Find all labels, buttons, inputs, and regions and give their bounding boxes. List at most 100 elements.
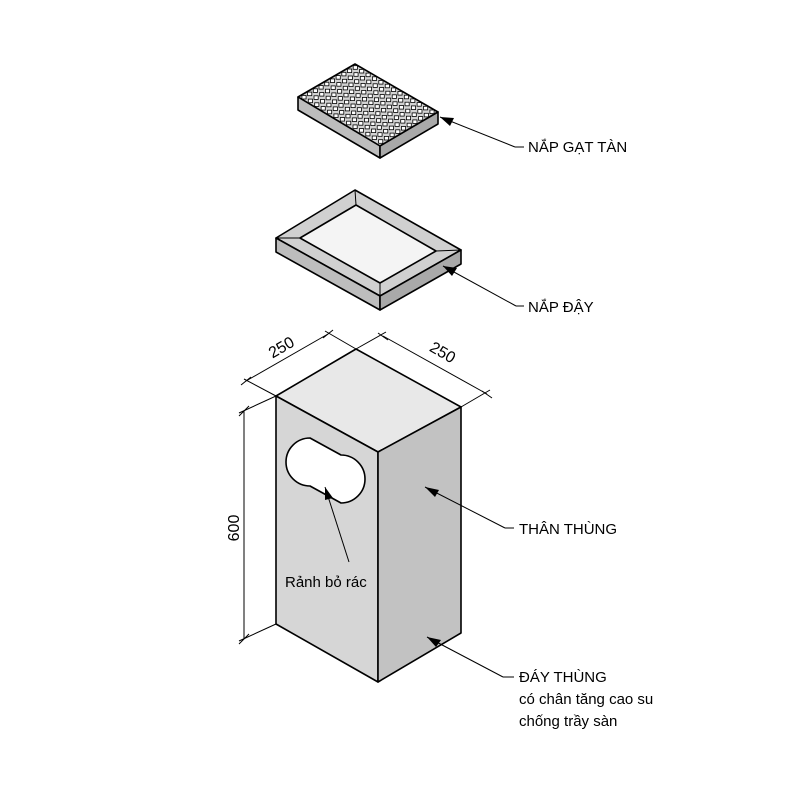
ashtray-hole	[369, 114, 375, 119]
ashtray-hole	[388, 118, 394, 124]
ashtray-hole	[411, 112, 417, 117]
bin-side-face	[377, 406, 462, 683]
ashtray-hole	[363, 110, 369, 116]
ashtray-hole	[332, 99, 338, 104]
ashtray-hole	[394, 122, 400, 127]
ashtray-hole	[387, 111, 393, 117]
ashtray-hole	[360, 83, 366, 88]
ashtray-hole	[324, 81, 330, 87]
ashtray-hole	[359, 76, 365, 81]
ashtray-hole	[384, 83, 390, 89]
ashtray-hole	[364, 124, 370, 130]
label-ashtray-lid: NẮP GẠT TÀN	[528, 138, 627, 156]
ashtray-hole	[347, 75, 353, 80]
ashtray-hole	[410, 105, 416, 110]
ashtray-hole	[392, 101, 398, 106]
ashtray-hole	[338, 103, 344, 108]
ashtray-hole	[378, 139, 384, 144]
label-bin-base: ĐÁY THÙNG	[519, 669, 607, 686]
ashtray-hole	[330, 85, 336, 90]
ashtray-hole	[405, 115, 411, 121]
ashtray-hole	[400, 126, 406, 131]
ashtray-hole	[379, 94, 385, 99]
ashtray-hole	[344, 106, 350, 112]
ashtray-hole	[418, 116, 424, 121]
ashtray-hole	[423, 105, 429, 111]
ashtray-hole	[389, 132, 395, 138]
dimension-width-left: 250	[266, 334, 298, 362]
leader-lines	[324, 116, 524, 678]
ashtray-hole	[371, 135, 377, 140]
ashtray-hole	[395, 129, 401, 134]
ashtray-hole	[381, 108, 387, 113]
ashtray-hole	[347, 68, 353, 73]
ashtray-hole	[327, 109, 333, 115]
label-bin-base-note-1: có chân tăng cao su	[519, 691, 653, 708]
ashtray-hole	[365, 72, 371, 78]
ashtray-hole	[344, 99, 350, 105]
ashtray-hole	[324, 88, 330, 94]
ashtray-hole	[333, 113, 339, 118]
ashtray-hole	[429, 109, 435, 114]
ashtray-hole	[376, 125, 382, 130]
ashtray-hole	[381, 115, 387, 120]
ashtray-hole	[319, 92, 325, 97]
ashtray-hole	[348, 82, 354, 87]
label-bin-base-note-2: chống trầy sàn	[519, 713, 617, 730]
ashtray-hole	[376, 118, 382, 123]
ashtray-hole	[356, 100, 362, 105]
ashtray-hole	[377, 132, 383, 137]
ashtray-hole	[393, 108, 399, 113]
ashtray-hole	[341, 71, 347, 77]
ashtray-hole	[361, 90, 367, 95]
ashtray-hole	[391, 87, 397, 92]
ashtray-hole	[342, 85, 348, 91]
ashtray-hole	[314, 102, 320, 107]
ashtray-hole	[358, 128, 364, 133]
ashtray-hole	[361, 97, 367, 102]
ashtray-hole	[366, 86, 372, 92]
ashtray-hole	[403, 94, 409, 100]
ashtray-hole	[339, 117, 345, 122]
ashtray-hole	[313, 95, 319, 100]
ashtray-hole	[337, 96, 343, 101]
ashtray-hole	[312, 88, 318, 93]
ashtray-hole	[371, 76, 377, 81]
ashtray-hole	[368, 100, 374, 105]
dimension-lines	[238, 329, 493, 645]
ashtray-hole	[382, 122, 388, 127]
ashtray-hole	[337, 89, 343, 94]
ashtray-hole	[359, 69, 365, 74]
ashtray-hole	[363, 117, 369, 123]
ashtray-hole	[380, 101, 386, 106]
ashtray-hole	[383, 135, 389, 141]
ashtray-hole	[351, 110, 357, 115]
ashtray-hole	[350, 103, 356, 108]
ashtray-hole	[339, 110, 345, 115]
ashtray-hole	[362, 104, 368, 109]
ashtray-hole	[368, 107, 374, 112]
ashtray-hole	[351, 117, 357, 122]
ashtray-hole	[400, 119, 406, 124]
ashtray-hole	[373, 90, 379, 95]
dimension-height: 600	[226, 515, 243, 542]
ashtray-hole	[357, 114, 363, 119]
ashtray-hole	[371, 128, 377, 133]
waste-slot	[285, 437, 366, 504]
ashtray-hole	[386, 97, 392, 103]
ashtray-hole	[406, 122, 412, 128]
ashtray-hole	[325, 95, 331, 101]
ashtray-hole	[332, 106, 338, 111]
ashtray-hole	[335, 75, 341, 80]
ashtray-hole	[331, 92, 337, 97]
ashtray-hole	[319, 99, 325, 104]
ashtray-hole	[375, 111, 381, 116]
ashtray-hole	[391, 94, 397, 99]
ashtray-hole	[356, 107, 362, 112]
ashtray-hole	[342, 78, 348, 84]
ashtray-hole	[372, 83, 378, 88]
ashtray-hole	[412, 119, 418, 124]
ashtray-hole	[398, 105, 404, 110]
ashtray-holes	[301, 65, 435, 144]
ashtray-hole	[318, 85, 324, 90]
